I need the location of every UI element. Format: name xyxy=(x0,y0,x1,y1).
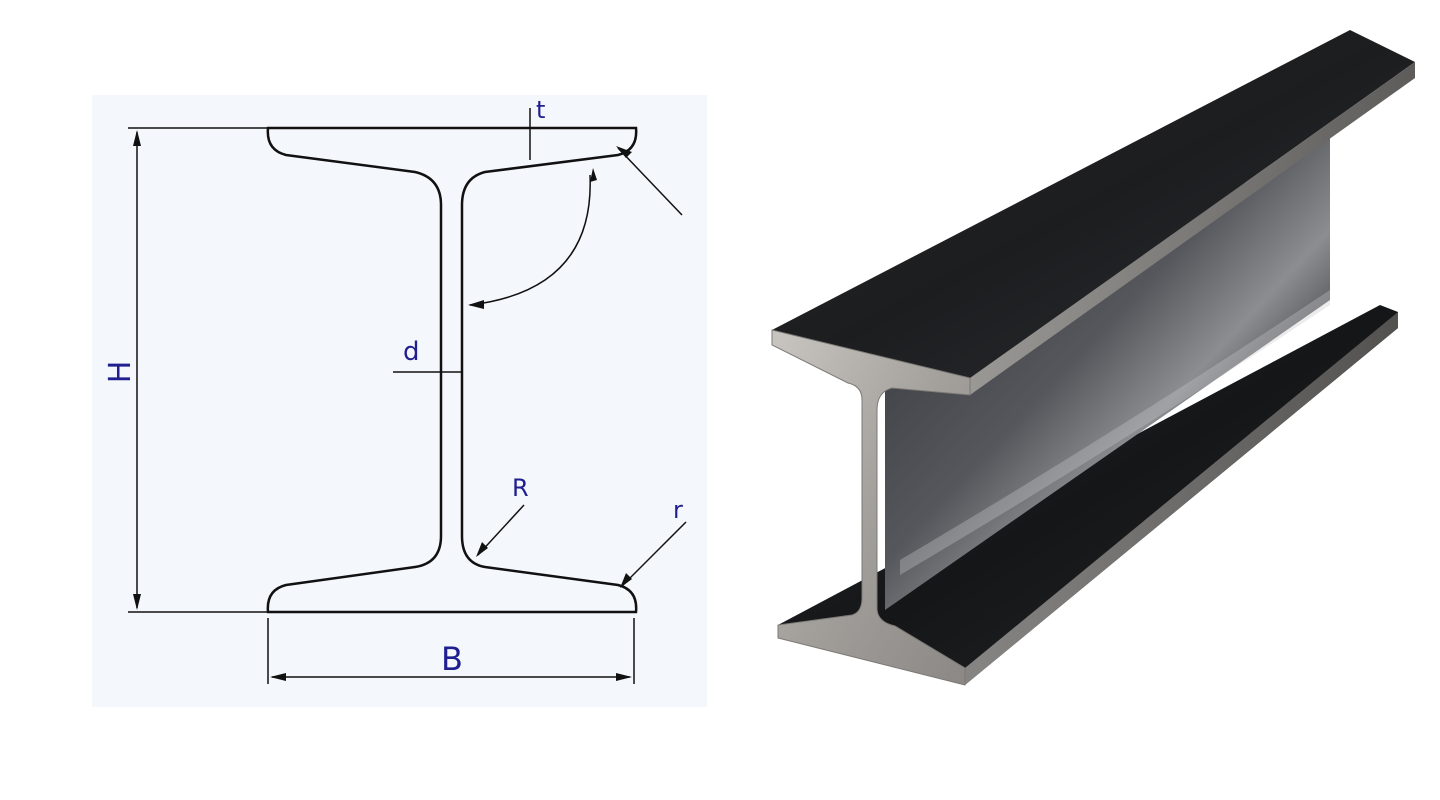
bottom-flange xyxy=(778,305,1398,685)
height-dimension xyxy=(128,127,268,613)
arrow-up-icon xyxy=(133,130,141,146)
drawing-panel xyxy=(92,95,707,707)
top-flange-edge xyxy=(970,62,1415,395)
arrow-right-icon xyxy=(616,673,632,681)
web-highlight xyxy=(900,290,1330,575)
height-label: H xyxy=(103,361,138,384)
root-radius-leader xyxy=(476,504,525,557)
web-thickness-label: d xyxy=(403,337,420,367)
ibeam-section-outline xyxy=(266,126,638,614)
root-radius-arrow-icon xyxy=(476,542,488,557)
arrow-down-icon xyxy=(133,594,141,610)
beam-web xyxy=(885,135,1330,610)
arrow-left-icon xyxy=(270,673,286,681)
arc-end-icon xyxy=(590,168,597,182)
leader-arrow-icon xyxy=(616,146,632,158)
cross-section-drawing: H B t d xyxy=(92,95,707,707)
toe-radius-leader xyxy=(620,521,687,588)
toe-radius-label: r xyxy=(673,496,683,524)
flange-thickness-label: t xyxy=(536,96,545,124)
flange-slope-arc xyxy=(468,168,597,309)
width-dimension xyxy=(267,618,635,684)
top-flange xyxy=(772,30,1415,378)
bottom-flange-edge xyxy=(965,312,1398,685)
width-label: B xyxy=(441,640,463,678)
root-radius-label: R xyxy=(512,474,529,502)
top-toe-radius-leader xyxy=(616,146,683,216)
steel-ibeam-3d xyxy=(771,30,1415,686)
toe-radius-arrow-icon xyxy=(620,573,632,588)
beam-end-face xyxy=(771,329,971,686)
arc-start-icon xyxy=(468,300,484,309)
